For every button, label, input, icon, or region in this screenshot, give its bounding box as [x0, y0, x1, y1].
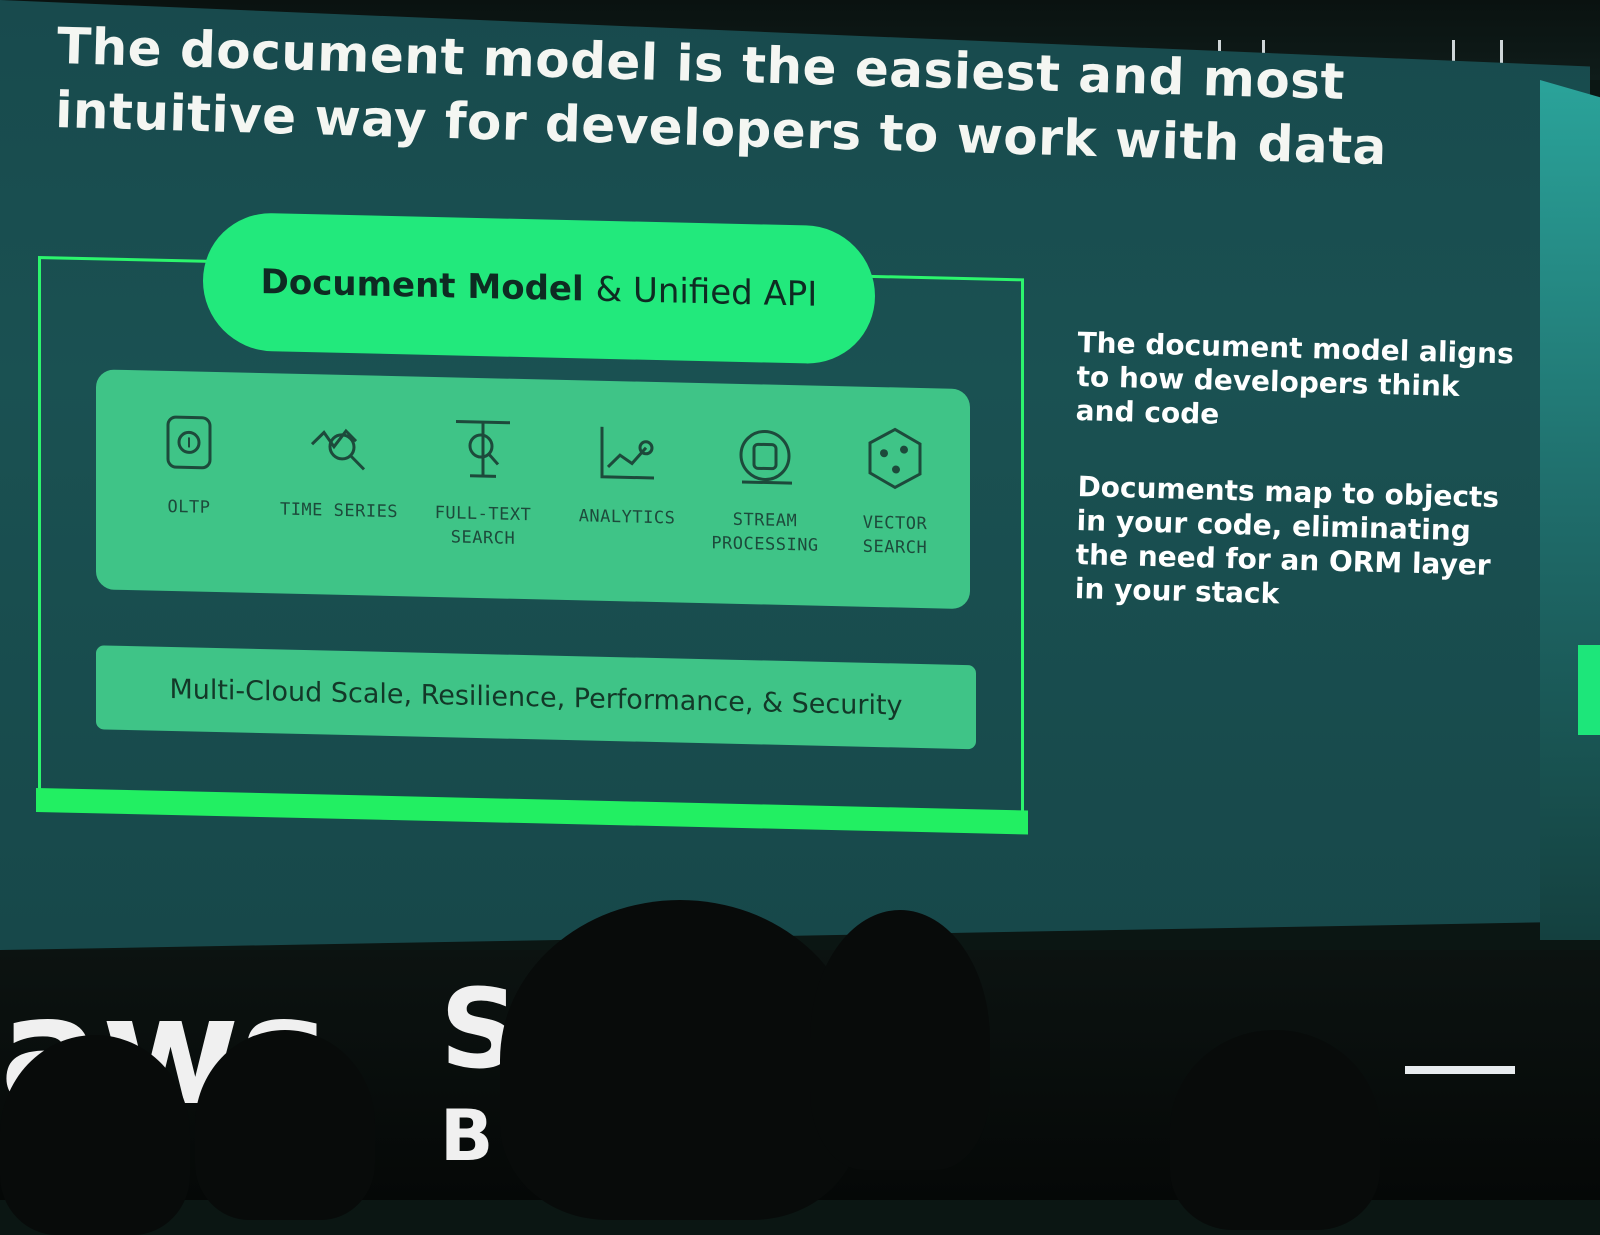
tile-analytics: ANALYTICS [562, 416, 692, 531]
vector-icon [868, 427, 922, 490]
tile-label: STREAM PROCESSING [711, 509, 819, 556]
tile-label: VECTOR SEARCH [862, 512, 928, 559]
tile-time-series: TIME SERIES [274, 409, 404, 524]
audience-head [810, 910, 990, 1170]
audience-head [500, 900, 860, 1220]
analytics-icon [600, 426, 654, 480]
document-model-pill: Document Model & Unified API [203, 211, 875, 365]
tile-stream-processing: STREAM PROCESSING [700, 419, 830, 558]
side-screen [1540, 80, 1600, 940]
ceiling-fixture [1452, 40, 1455, 70]
database-icon [166, 415, 212, 470]
text-search-icon [456, 419, 510, 478]
tile-vector-search: VECTOR SEARCH [830, 422, 960, 561]
time-series-icon [310, 428, 366, 471]
audience-head [0, 1035, 190, 1235]
stream-icon [739, 429, 792, 485]
ceiling-fixture [1500, 40, 1503, 70]
audience-head [1170, 1030, 1380, 1230]
side-note-1: The document model aligns to how develop… [1075, 326, 1515, 431]
diagram-frame: Document Model & Unified API OLTP TIME S… [36, 211, 1028, 838]
tile-label: ANALYTICS [578, 506, 676, 529]
stage-light [1405, 1066, 1515, 1074]
tile-label: OLTP [167, 496, 211, 518]
tile-full-text-search: FULL-TEXT SEARCH [418, 413, 548, 552]
pill-strong-text: Document Model [260, 262, 584, 310]
tile-label: FULL-TEXT SEARCH [434, 503, 532, 549]
pill-soft-text: & Unified API [595, 269, 818, 315]
tile-label: TIME SERIES [279, 499, 399, 523]
side-note-2: Documents map to objects in your code, e… [1074, 470, 1500, 611]
workload-panel: OLTP TIME SERIES FULL-TEXT SEARCH [96, 369, 970, 610]
audience-head [195, 1030, 375, 1220]
side-screen-accent [1578, 645, 1600, 735]
tile-oltp: OLTP [124, 406, 254, 521]
stage-sign-mid-bottom: B [440, 1095, 494, 1177]
